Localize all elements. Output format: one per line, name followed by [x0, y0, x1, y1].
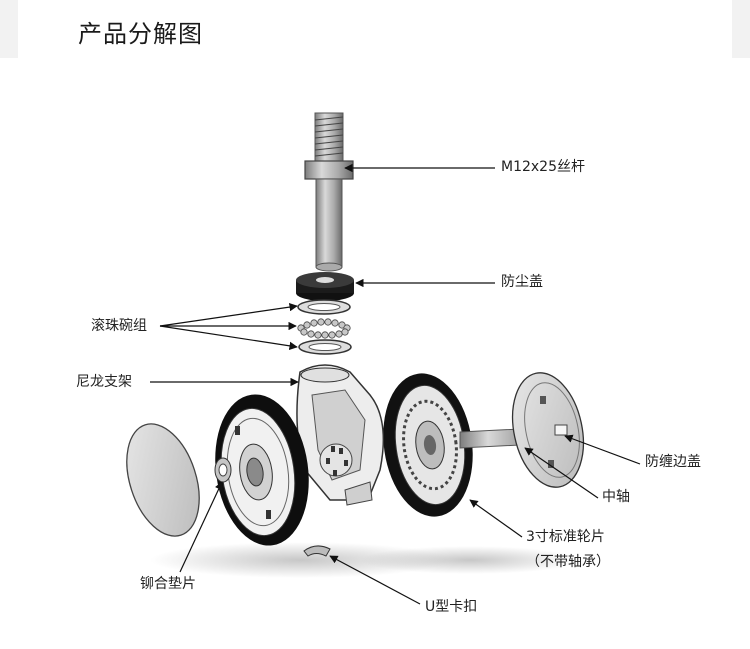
leader-wheel	[469, 499, 523, 538]
left-cover-disc-part	[126, 423, 200, 537]
ground-shadow	[150, 542, 450, 578]
label-anti-wrap-cover: 防缠边盖	[645, 454, 701, 470]
ground-shadow	[360, 546, 580, 574]
label-u-clip: U型卡扣	[425, 599, 478, 615]
left-wheel-part	[215, 394, 309, 546]
label-center-axle: 中轴	[602, 489, 630, 505]
label-nylon-bracket: 尼龙支架	[76, 374, 132, 390]
leader-axle	[524, 447, 599, 499]
label-ball-bearing-set: 滚珠碗组	[91, 318, 147, 334]
leader-anti-wrap	[564, 434, 641, 465]
label-stud: M12x25丝杆	[501, 159, 585, 175]
leader-washer	[179, 481, 223, 573]
bearing-cup-set	[297, 299, 352, 355]
label-dust-cap: 防尘盖	[501, 274, 543, 290]
nylon-bracket-part	[296, 364, 385, 506]
page-title: 产品分解图	[78, 20, 203, 48]
label-wheel-note: （不带轴承）	[526, 554, 610, 570]
label-wheel: 3寸标准轮片	[526, 529, 605, 545]
label-rivet-washer: 铆合垫片	[140, 576, 196, 592]
u-clip-part	[303, 545, 331, 557]
leader-u-clip	[329, 555, 421, 605]
header	[18, 0, 732, 58]
right-wheel-part	[383, 373, 473, 517]
dust-cap-part	[296, 272, 354, 301]
anti-wrap-cover-part	[511, 372, 585, 488]
leader-bearing-3	[159, 325, 298, 351]
leader-bearing-1	[159, 302, 298, 327]
rivet-washer-part	[214, 457, 232, 483]
stud-part	[304, 112, 354, 272]
